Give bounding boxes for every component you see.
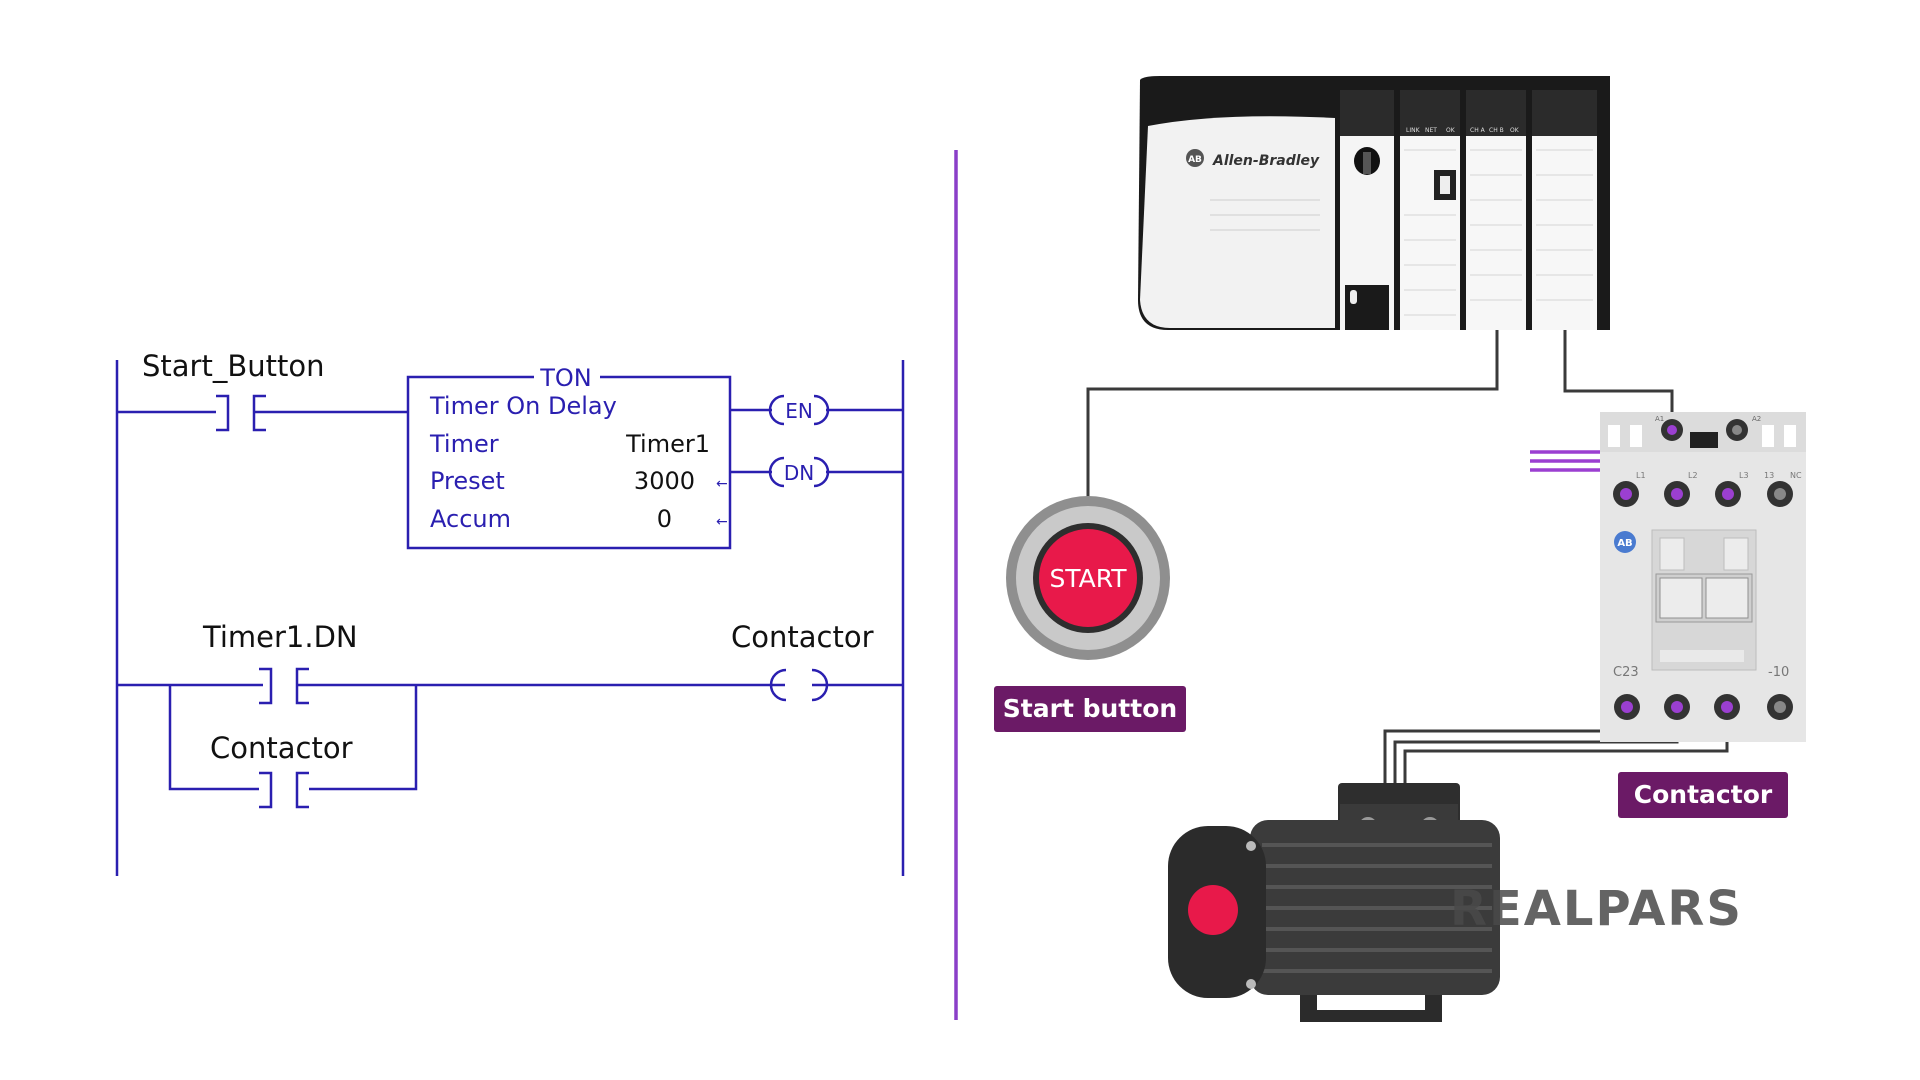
plc-logo-text: AB — [1188, 155, 1202, 165]
ton-preset-value: 3000 — [634, 467, 695, 495]
plc-led-label-3: OK — [1446, 127, 1456, 134]
coil-label-a1: A1 — [1655, 415, 1664, 423]
plc-to-coil-wire — [1563, 330, 1674, 428]
plc-power-supply — [1140, 116, 1335, 328]
plc-led-label-5: CH B — [1489, 127, 1504, 134]
plc-to-start-wire — [1086, 330, 1499, 500]
terminal-label-nc: NC — [1790, 471, 1802, 480]
branch-contact-label: Contactor — [210, 731, 353, 765]
plc-io-module-3 — [1532, 136, 1597, 330]
plc-led-label-1: LINK — [1406, 127, 1421, 134]
terminal-label-13: 13 — [1764, 471, 1774, 480]
contactor-coil-label: Contactor — [731, 620, 874, 654]
contactor-model: C23 — [1613, 665, 1639, 680]
start-button-cap — [1039, 529, 1137, 627]
ton-accum-value: 0 — [657, 505, 672, 533]
contactor-badge — [1618, 772, 1788, 818]
dn-coil-label: DN — [784, 461, 814, 485]
plc-led-label-2: NET — [1425, 127, 1437, 134]
contactor-suffix: -10 — [1768, 665, 1789, 680]
ab-logo-icon — [1186, 149, 1204, 167]
plc-led-label-6: OK — [1510, 127, 1520, 134]
ton-timer-value: Timer1 — [625, 430, 710, 458]
ton-header: TON — [539, 364, 592, 392]
ton-preset-label: Preset — [430, 467, 505, 495]
start-button-badge — [994, 686, 1186, 732]
start-button-label: Start_Button — [142, 349, 324, 383]
motor-running-indicator — [1188, 885, 1238, 935]
contactor-badge-label: Contactor — [1634, 780, 1773, 809]
start-pushbutton: START — [1006, 496, 1170, 660]
ton-title: Timer On Delay — [429, 392, 617, 420]
line-terminals — [1613, 481, 1793, 507]
contactor-ab-logo-icon — [1614, 531, 1636, 553]
ton-accum-arrow: ← — [716, 514, 728, 530]
plc-io-module-1 — [1400, 136, 1460, 330]
contactor-device: A1 A2 L1 L2 L3 13 NC AB C23 -10 — [1600, 412, 1806, 742]
terminal-label-l2: L2 — [1688, 471, 1698, 480]
terminal-label-l3: L3 — [1739, 471, 1749, 480]
timer-dn-label: Timer1.DN — [202, 620, 358, 654]
ton-preset-arrow: ← — [716, 476, 728, 492]
en-coil — [768, 394, 830, 426]
dn-coil — [768, 456, 830, 488]
motor-feet — [1300, 995, 1442, 1022]
electric-motor — [1168, 783, 1500, 1022]
load-terminals — [1614, 694, 1793, 720]
plc-io-module-2 — [1466, 136, 1526, 330]
plc-rack: AB Allen-Bradley LINK NET OK CH A CH B O… — [1138, 76, 1610, 330]
ton-timer-label: Timer — [429, 430, 499, 458]
branch-wire — [168, 685, 418, 791]
coil-label-a2: A2 — [1752, 415, 1761, 423]
plc-brand: Allen-Bradley — [1212, 153, 1320, 169]
contactor-logo-text: AB — [1617, 538, 1632, 549]
terminal-label-l1: L1 — [1636, 471, 1646, 480]
realpars-watermark: REALPARS — [1450, 881, 1743, 937]
plc-led-label-4: CH A — [1470, 127, 1486, 134]
start-button-text: START — [1049, 564, 1127, 593]
en-coil-label: EN — [785, 399, 813, 423]
ton-accum-label: Accum — [430, 505, 511, 533]
start-button-badge-label: Start button — [1003, 694, 1177, 723]
contactor-seal-in-contact — [259, 771, 309, 809]
ladder-diagram — [115, 360, 905, 876]
ton-header-mask — [534, 365, 600, 389]
